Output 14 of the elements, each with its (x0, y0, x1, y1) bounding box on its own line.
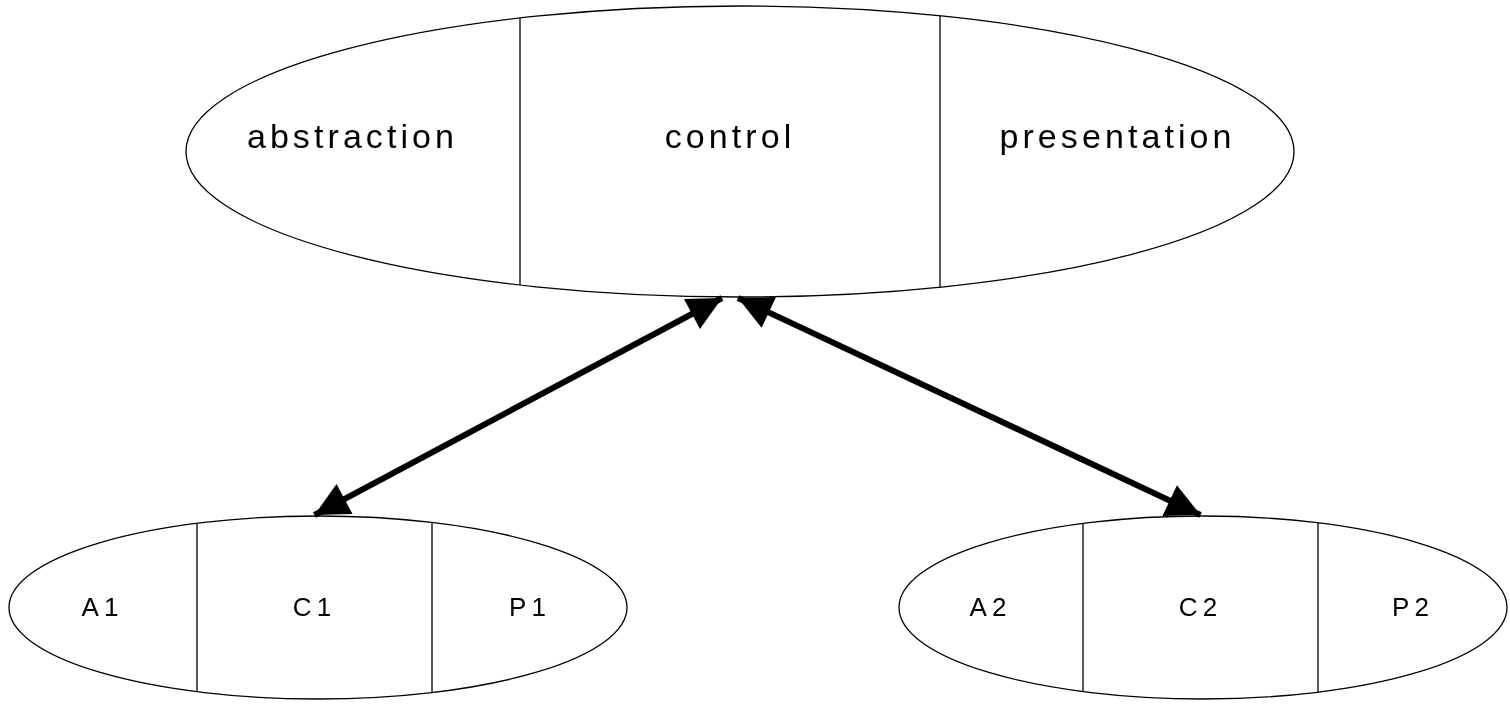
double-arrow (313, 295, 724, 518)
agent-ellipse (8, 515, 628, 700)
section-label: abstraction (246, 116, 459, 157)
section-label: C1 (292, 591, 337, 624)
section-label: P1 (508, 591, 552, 624)
section-label: P2 (1391, 591, 1435, 624)
agent-ellipse (898, 515, 1508, 700)
section-label: control (664, 116, 796, 157)
section-label: A1 (81, 591, 124, 624)
section-label: A2 (969, 591, 1012, 624)
section-label: C2 (1178, 591, 1223, 624)
double-arrow (736, 295, 1202, 518)
agent-ellipse (185, 5, 1295, 298)
section-label: presentation (999, 116, 1236, 157)
